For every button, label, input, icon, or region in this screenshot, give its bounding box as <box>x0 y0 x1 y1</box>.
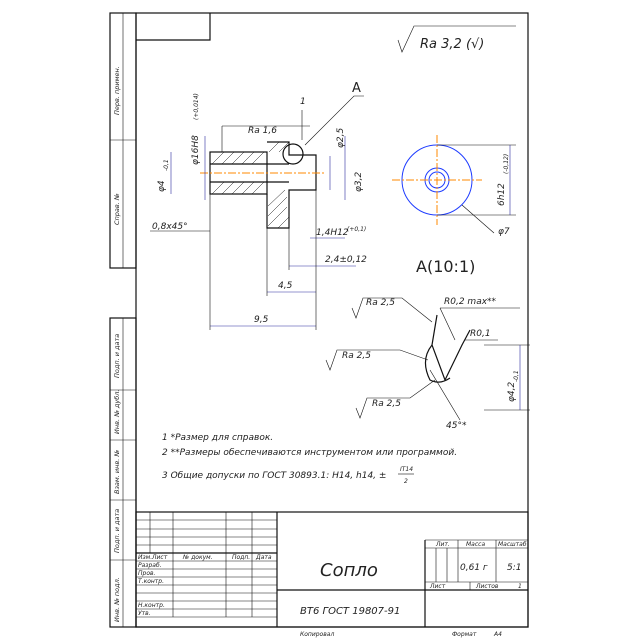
dim-d25: φ2,5 <box>336 127 346 148</box>
dim-chamfer: 0,8x45° <box>152 222 188 232</box>
tb-col-sign: Подп. <box>232 554 250 561</box>
main-section-view: A φ16H8 (+0,014) Ra 1,6 1 φ2,5 φ3,2 φ4 -… <box>150 81 367 330</box>
dim-d4-tol: -0,1 <box>163 159 170 171</box>
detail-a: A(10:1) Ra 2,5 Ra 2,5 Ra 2,5 R0,2 max** … <box>325 257 530 431</box>
dim-r01: R0,1 <box>470 329 491 339</box>
dim-angle: 45°* <box>446 421 467 431</box>
note-2: 2 **Размеры обеспечиваются инструментом … <box>162 448 457 458</box>
side-label-7: Инв. № подл. <box>113 577 121 622</box>
tb-scale-label: Масштаб <box>498 541 527 548</box>
tb-role-6: Утв. <box>138 610 151 617</box>
dim-len14-tol: (+0,1) <box>347 226 366 233</box>
dim-len14: 1,4H12 <box>316 228 349 238</box>
dim-d32: φ3,2 <box>354 171 364 192</box>
dim-ra25b: Ra 2,5 <box>342 351 371 361</box>
tb-role-2: Пров. <box>138 570 156 577</box>
technical-notes: 1 *Размер для справок. 2 **Размеры обесп… <box>162 433 457 485</box>
title-block: Изм. Лист № докум. Подп. Дата Разраб. Пр… <box>135 511 529 638</box>
svg-text:Ra 3,2 (√): Ra 3,2 (√) <box>420 37 484 52</box>
detail-title: A(10:1) <box>416 257 475 276</box>
dim-d6-tol: (-0,12) <box>503 154 510 174</box>
note-1: 1 *Размер для справок. <box>162 433 273 443</box>
side-label-1: Перв. примен. <box>113 66 121 115</box>
side-label-4: Инв. № дубл. <box>113 390 121 434</box>
tb-format-value: А4 <box>493 631 502 638</box>
tb-role-3: Т.контр. <box>138 578 164 585</box>
dim-len95: 9,5 <box>254 315 269 325</box>
tb-sheet-label: Лист <box>429 583 446 590</box>
tb-name: Сопло <box>320 560 378 581</box>
dim-d42: φ4,2 <box>507 381 517 402</box>
tb-role-5: Н.контр. <box>138 602 165 609</box>
tb-col-date: Дата <box>255 554 272 561</box>
tb-format: Формат <box>452 631 477 638</box>
side-label-2: Справ. № <box>113 193 121 225</box>
tb-col-izm: Изм. <box>138 554 152 561</box>
tb-lit-label: Лит. <box>435 541 450 548</box>
end-view: 6h12 (-0,12) φ7 <box>392 135 516 237</box>
tb-col-doc: № докум. <box>182 554 213 561</box>
side-label-3: Подп. и дата <box>113 334 121 378</box>
dim-ra25c: Ra 2,5 <box>372 399 401 409</box>
tb-col-list: Лист <box>151 554 168 561</box>
dim-d42-tol: -0,1 <box>513 370 520 382</box>
tb-mass: 0,61 г <box>460 563 488 573</box>
view-marker: A <box>352 81 361 96</box>
tb-role-1: Разраб. <box>138 562 162 569</box>
tb-sheets-label: Листов <box>475 583 499 590</box>
dim-ra-bore: Ra 1,6 <box>248 126 277 136</box>
dim-d4: φ4 <box>157 180 167 192</box>
tb-scale: 5:1 <box>507 563 521 573</box>
roughness-general: Ra 3,2 (√) <box>397 25 516 53</box>
note-3-num: IT14 <box>400 466 413 473</box>
dim-d6: 6h12 <box>497 183 507 206</box>
dim-bore: φ16H8 <box>191 135 201 165</box>
stamp-box <box>136 13 211 41</box>
side-strip: Перв. примен. Справ. № Подп. и дата Инв.… <box>109 12 137 628</box>
dim-len45: 4,5 <box>278 281 293 291</box>
note-3: 3 Общие допуски по ГОСТ 30893.1: H14, h1… <box>162 471 386 481</box>
dim-ra25a: Ra 2,5 <box>366 298 395 308</box>
dim-r02: R0,2 max** <box>444 297 497 307</box>
dim-len24: 2,4±0,12 <box>325 255 367 265</box>
side-label-5: Взам. инв. № <box>113 450 121 494</box>
dim-d7: φ7 <box>498 227 510 237</box>
tb-copied: Копировал <box>300 631 334 638</box>
side-label-6: Подп. и дата <box>113 509 121 553</box>
tb-mass-label: Масса <box>466 541 485 548</box>
dim-bore-tol: (+0,014) <box>193 93 200 120</box>
dim-one: 1 <box>300 97 306 107</box>
tb-material: ВТ6 ГОСТ 19807-91 <box>300 606 400 617</box>
tb-sheets: 1 <box>518 583 522 590</box>
note-3-den: 2 <box>404 478 408 485</box>
